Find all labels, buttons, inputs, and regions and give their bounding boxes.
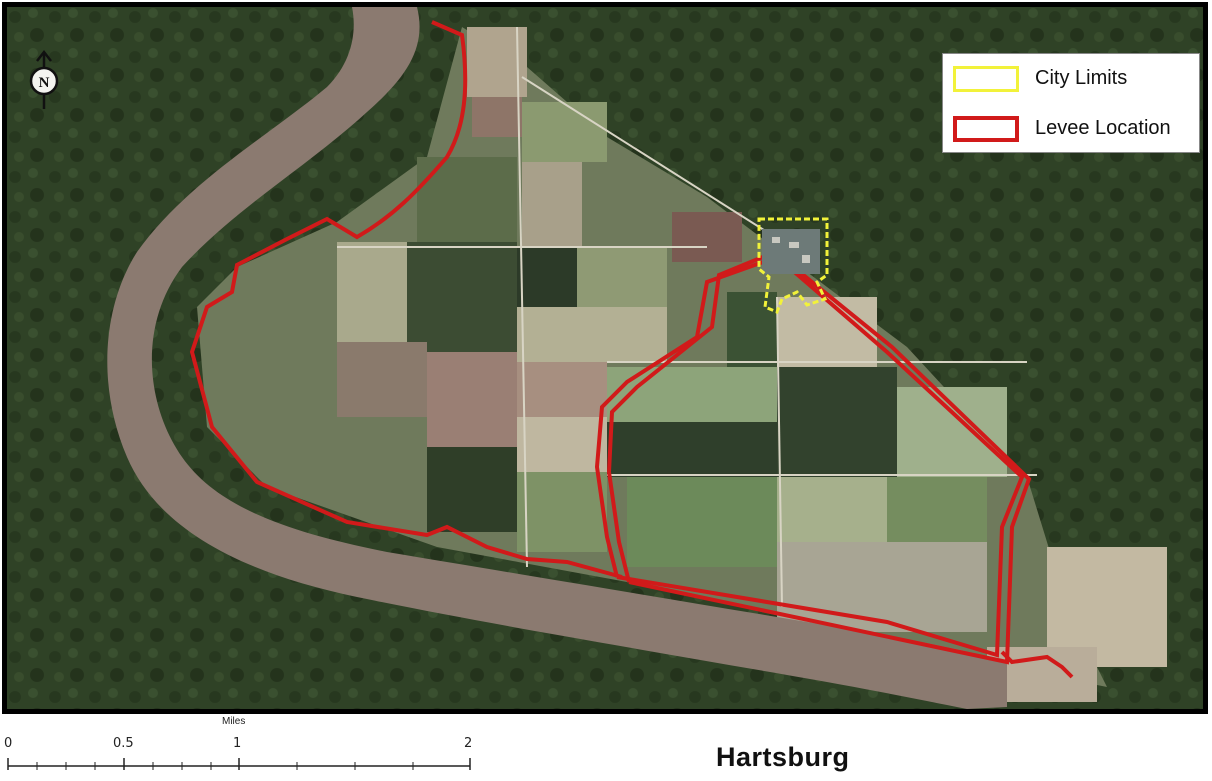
legend-label: City Limits bbox=[1035, 67, 1128, 89]
levee-east-inner bbox=[606, 249, 1032, 665]
town-hartsburg bbox=[762, 229, 820, 274]
levee-east-tail bbox=[1000, 650, 1074, 679]
map-title: Hartsburg bbox=[716, 742, 850, 772]
scale-bar: Miles 0 0.5 1 2 bbox=[0, 716, 520, 781]
legend-item-levee: Levee Location bbox=[953, 112, 1193, 146]
scale-tick-label: 0.5 bbox=[113, 736, 134, 751]
aerial-map: N City Limits Levee Location bbox=[2, 2, 1208, 714]
north-label: N bbox=[39, 75, 50, 91]
roads bbox=[337, 26, 1037, 608]
legend-item-city-limits: City Limits bbox=[953, 62, 1193, 96]
city-limits-swatch bbox=[953, 66, 1019, 92]
map-legend: City Limits Levee Location bbox=[942, 53, 1200, 153]
scale-units: Miles bbox=[222, 716, 246, 727]
levee-east bbox=[594, 254, 1025, 658]
levee-west bbox=[189, 20, 623, 579]
legend-label: Levee Location bbox=[1035, 117, 1171, 139]
scale-tick-label: 2 bbox=[464, 736, 473, 751]
scale-tick-label: 1 bbox=[233, 736, 242, 751]
scale-tick-label: 0 bbox=[4, 736, 13, 751]
scale-bar-graphic bbox=[7, 758, 471, 770]
levee-swatch bbox=[953, 116, 1019, 142]
farm-fields bbox=[337, 27, 1167, 702]
north-arrow: N bbox=[27, 49, 61, 118]
city-limits-boundary bbox=[757, 217, 829, 314]
